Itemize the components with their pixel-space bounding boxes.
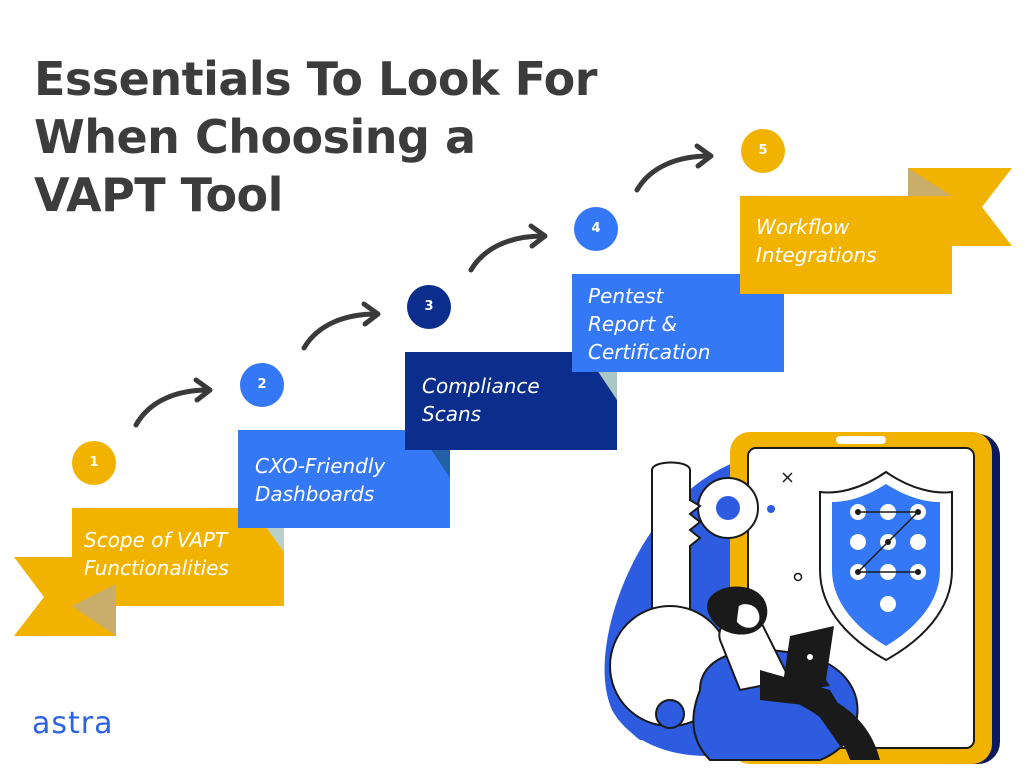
step-label-line: Integrations — [756, 243, 877, 267]
step-3-badge — [407, 285, 451, 329]
step-5-number: 5 — [758, 143, 768, 158]
curved-arrow-icon — [468, 223, 548, 273]
page-title: Essentials To Look For When Choosing a V… — [34, 50, 597, 224]
step-label-line: Pentest — [588, 284, 664, 308]
step-3-number: 3 — [424, 299, 434, 314]
step-label-line: Scans — [422, 402, 482, 426]
step-2-badge — [240, 363, 284, 407]
step-label-line: CXO-Friendly — [255, 454, 386, 478]
title-line: Essentials To Look For — [34, 52, 597, 106]
curved-arrow-icon — [133, 377, 213, 428]
gear-icon — [697, 477, 759, 539]
security-illustration — [604, 432, 1000, 764]
step-label-line: Dashboards — [255, 482, 375, 506]
step-2-number: 2 — [257, 377, 267, 392]
step-5-badge — [741, 129, 785, 173]
shield-icon — [819, 470, 953, 662]
curved-arrow-icon — [634, 143, 714, 193]
step-4-label: Pentest Report & Certification — [588, 282, 710, 366]
step-label-line: Workflow — [756, 215, 850, 239]
step-label-line: Scope of VAPT — [84, 528, 228, 552]
step-2-label: CXO-Friendly Dashboards — [255, 452, 385, 508]
step-4-number: 4 — [591, 221, 601, 236]
step-label-line: Compliance — [422, 374, 540, 398]
step-1-badge — [72, 441, 116, 485]
step-5-label: Workflow Integrations — [756, 213, 877, 269]
step-4-badge — [574, 207, 618, 251]
step-1-number: 1 — [89, 455, 99, 470]
step-label-line: Functionalities — [84, 556, 229, 580]
laptop-icon — [760, 626, 834, 696]
step-3-label: Compliance Scans — [422, 372, 540, 428]
title-line: When Choosing a — [34, 110, 476, 164]
step-label-line: Report & — [588, 312, 678, 336]
brand-logo: astra — [32, 706, 114, 741]
title-line: VAPT Tool — [34, 168, 283, 222]
step-1-label: Scope of VAPT Functionalities — [84, 526, 229, 582]
step-label-line: Certification — [588, 340, 711, 364]
curved-arrow-icon — [301, 301, 381, 351]
step-5-ribbon — [740, 168, 1012, 294]
